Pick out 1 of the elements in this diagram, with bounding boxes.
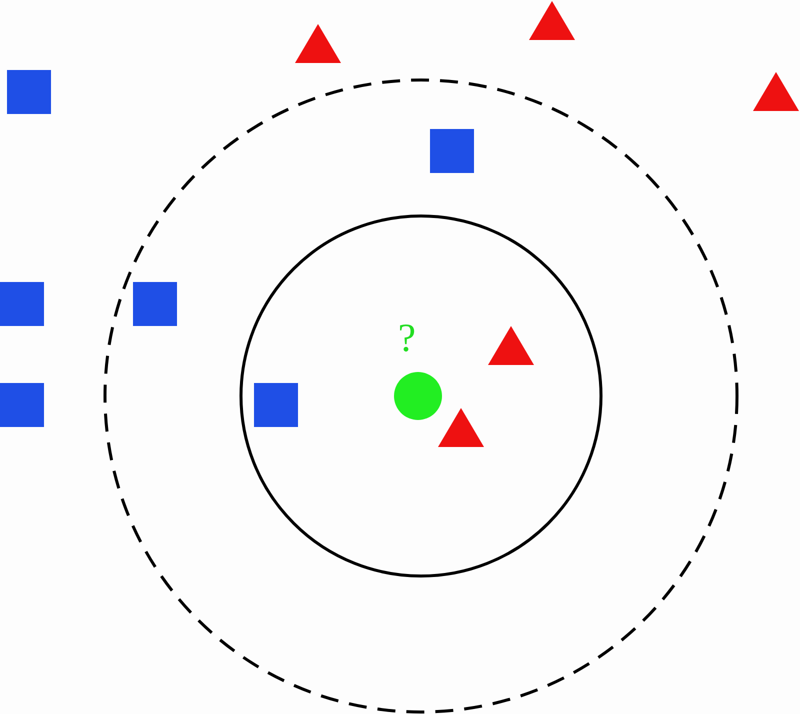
question-mark-label: ? [398,318,416,358]
